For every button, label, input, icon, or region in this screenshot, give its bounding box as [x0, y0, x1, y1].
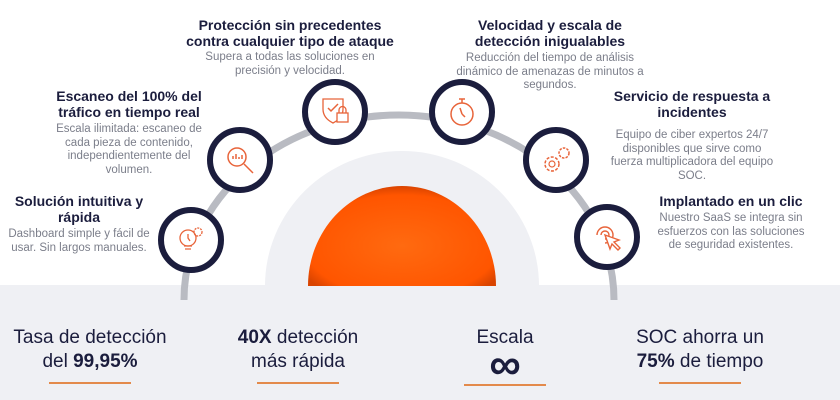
feature-title: Solución intuitiva y rápida — [14, 193, 144, 225]
feature-title: Servicio de respuesta a incidentes — [613, 88, 771, 120]
feature-title: Escaneo del 100% del tráfico en tiempo r… — [56, 88, 202, 120]
stat-value: 75% — [636, 351, 675, 372]
underline — [464, 384, 546, 386]
stat-scale: Escala ∞ — [415, 326, 595, 389]
stat-speed: 40X detección más rápida — [208, 326, 388, 384]
underline — [659, 382, 741, 384]
stat-line: Escala — [476, 327, 534, 348]
stat-line: del — [42, 351, 74, 372]
feature-incident: Servicio de respuesta a incidentes Equip… — [606, 88, 778, 183]
feature-intuitive: Solución intuitiva y rápida Dashboard si… — [4, 193, 154, 255]
feature-title: Velocidad y escala de detección iniguala… — [474, 17, 626, 49]
feature-desc: Dashboard simple y fácil de usar. Sin la… — [8, 228, 150, 254]
infinity-icon: ∞ — [489, 340, 521, 389]
stat-value: 99,95% — [73, 351, 138, 372]
feature-title: Protección sin precedentes contra cualqu… — [186, 17, 394, 49]
node-lightbulb-gear-icon — [158, 207, 224, 273]
feature-scan: Escaneo del 100% del tráfico en tiempo r… — [40, 88, 218, 177]
stat-value: 40X — [237, 327, 272, 348]
feature-desc: Reducción del tiempo de análisis dinámic… — [456, 52, 644, 91]
feature-desc: Nuestro SaaS se integra sin esfuerzos co… — [657, 212, 805, 251]
feature-protection: Protección sin precedentes contra cualqu… — [180, 17, 400, 78]
feature-desc: Escala ilimitada: escaneo de cada pieza … — [56, 123, 202, 176]
feature-deploy: Implantado en un clic Nuestro SaaS se in… — [656, 193, 806, 253]
feature-speed: Velocidad y escala de detección iniguala… — [448, 17, 652, 93]
node-shield-lock-icon — [302, 79, 368, 145]
stats-band — [0, 285, 840, 400]
node-magnifier-chart-icon — [207, 127, 273, 193]
underline — [257, 382, 339, 384]
feature-title: Implantado en un clic — [659, 193, 803, 209]
orange-core — [308, 186, 496, 286]
feature-desc: Equipo de ciber expertos 24/7 disponible… — [610, 129, 774, 182]
stat-detection-rate: Tasa de detección del 99,95% — [0, 326, 180, 384]
node-gears-icon — [523, 127, 589, 193]
feature-desc: Supera a todas las soluciones en precisi… — [205, 51, 375, 77]
underline — [49, 382, 131, 384]
stat-line: detección — [271, 327, 359, 348]
node-cursor-click-icon — [574, 204, 640, 270]
stat-line: más rápida — [251, 351, 345, 372]
stat-line: SOC ahorra un — [636, 327, 764, 348]
stat-line: Tasa de detección — [13, 327, 167, 348]
stat-soc: SOC ahorra un 75% de tiempo — [610, 326, 790, 384]
stat-line: de tiempo — [674, 351, 764, 372]
node-stopwatch-icon — [429, 79, 495, 145]
